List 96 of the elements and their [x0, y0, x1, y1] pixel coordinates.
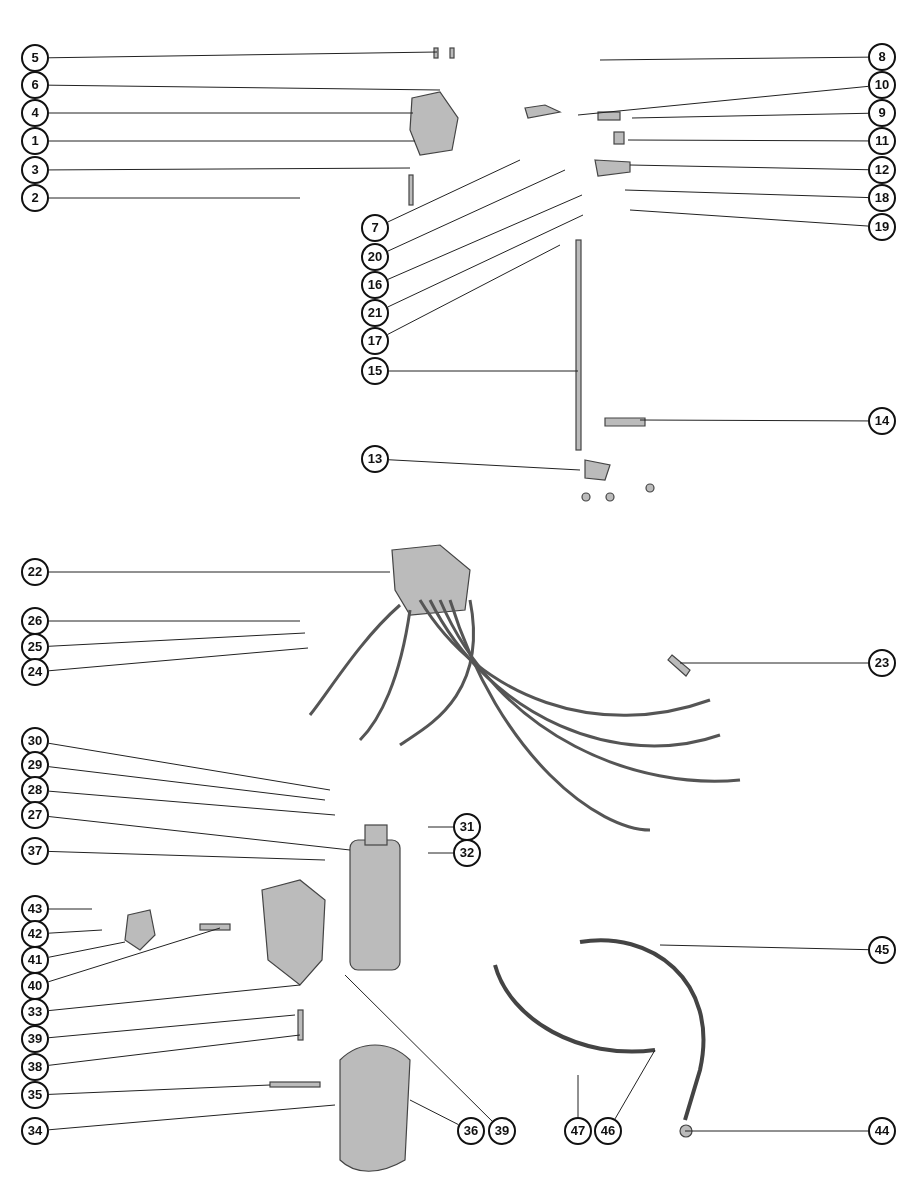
- leader-line: [427, 852, 454, 854]
- callout-number: 13: [361, 445, 389, 473]
- leader-line: [624, 189, 869, 199]
- leader-line: [48, 632, 306, 647]
- callout-number: 7: [361, 214, 389, 242]
- callout-number: 38: [21, 1053, 49, 1081]
- leader-line: [48, 571, 391, 573]
- callout-number: 29: [21, 751, 49, 779]
- callout-number: 40: [21, 972, 49, 1000]
- leader-line: [47, 927, 221, 983]
- leader-line: [679, 662, 869, 664]
- callout-number: 5: [21, 44, 49, 72]
- leader-line: [427, 826, 454, 828]
- leader-line: [48, 112, 414, 114]
- callout-number: 2: [21, 184, 49, 212]
- callout-number: 47: [564, 1117, 592, 1145]
- leader-line: [48, 51, 438, 59]
- callout-number: 32: [453, 839, 481, 867]
- leader-line: [48, 850, 326, 861]
- callout-number: 9: [868, 99, 896, 127]
- callout-number: 39: [21, 1025, 49, 1053]
- callout-number: 44: [868, 1117, 896, 1145]
- callout-number: 10: [868, 71, 896, 99]
- callout-number: 16: [361, 271, 389, 299]
- leader-line: [48, 984, 301, 1012]
- callout-number: 41: [21, 946, 49, 974]
- leader-line: [48, 766, 326, 801]
- leader-line: [48, 929, 103, 934]
- leader-line: [344, 974, 493, 1122]
- leader-line: [48, 1014, 296, 1039]
- leader-line: [684, 1130, 869, 1132]
- leader-line: [629, 209, 869, 227]
- leader-line: [48, 1034, 301, 1066]
- callout-number: 46: [594, 1117, 622, 1145]
- callout-number: 37: [21, 837, 49, 865]
- leader-line: [631, 112, 869, 119]
- leader-line: [387, 194, 583, 280]
- callout-number: 43: [21, 895, 49, 923]
- callout-number: 42: [21, 920, 49, 948]
- leader-line: [387, 169, 566, 252]
- leader-line: [48, 84, 441, 91]
- leader-line: [388, 370, 579, 372]
- leader-line: [387, 214, 584, 308]
- callout-number: 34: [21, 1117, 49, 1145]
- callout-number: 6: [21, 71, 49, 99]
- leader-line: [614, 1049, 656, 1120]
- leader-line: [599, 56, 869, 61]
- leader-line: [627, 139, 869, 142]
- callout-number: 14: [868, 407, 896, 435]
- callout-number: 39: [488, 1117, 516, 1145]
- callout-number: 21: [361, 299, 389, 327]
- leader-line: [48, 197, 301, 199]
- callout-number: 35: [21, 1081, 49, 1109]
- leader-line: [48, 908, 93, 910]
- callout-number: 30: [21, 727, 49, 755]
- callout-number: 20: [361, 243, 389, 271]
- callout-number: 25: [21, 633, 49, 661]
- callout-number: 23: [868, 649, 896, 677]
- callout-number: 27: [21, 801, 49, 829]
- callout-number: 1: [21, 127, 49, 155]
- leader-line: [387, 159, 521, 223]
- callout-number: 36: [457, 1117, 485, 1145]
- callout-number: 26: [21, 607, 49, 635]
- leader-line: [48, 816, 351, 851]
- callout-number: 4: [21, 99, 49, 127]
- leader-line: [48, 167, 411, 171]
- callout-number: 12: [868, 156, 896, 184]
- leader-line: [386, 244, 561, 336]
- leader-line: [48, 1084, 271, 1095]
- leader-line: [388, 459, 581, 471]
- callout-number: 22: [21, 558, 49, 586]
- leader-line: [48, 1104, 336, 1131]
- callout-number: 24: [21, 658, 49, 686]
- leader-line: [48, 620, 301, 622]
- callout-number: 8: [868, 43, 896, 71]
- leader-line: [639, 419, 869, 422]
- leader-line: [659, 944, 869, 951]
- callout-number: 3: [21, 156, 49, 184]
- callout-number: 45: [868, 936, 896, 964]
- leader-line: [48, 790, 336, 816]
- leader-line: [577, 85, 869, 116]
- leader-line: [48, 647, 309, 672]
- leader-line: [409, 1099, 459, 1126]
- callout-number: 33: [21, 998, 49, 1026]
- callout-number: 28: [21, 776, 49, 804]
- callout-number: 31: [453, 813, 481, 841]
- leader-line: [629, 164, 869, 171]
- callout-number: 15: [361, 357, 389, 385]
- callout-number: 11: [868, 127, 896, 155]
- leader-line: [48, 742, 331, 791]
- callout-number: 17: [361, 327, 389, 355]
- callout-number: 19: [868, 213, 896, 241]
- callout-number: 18: [868, 184, 896, 212]
- leader-line: [577, 1074, 579, 1118]
- leader-line: [48, 941, 126, 958]
- leader-line: [48, 140, 416, 142]
